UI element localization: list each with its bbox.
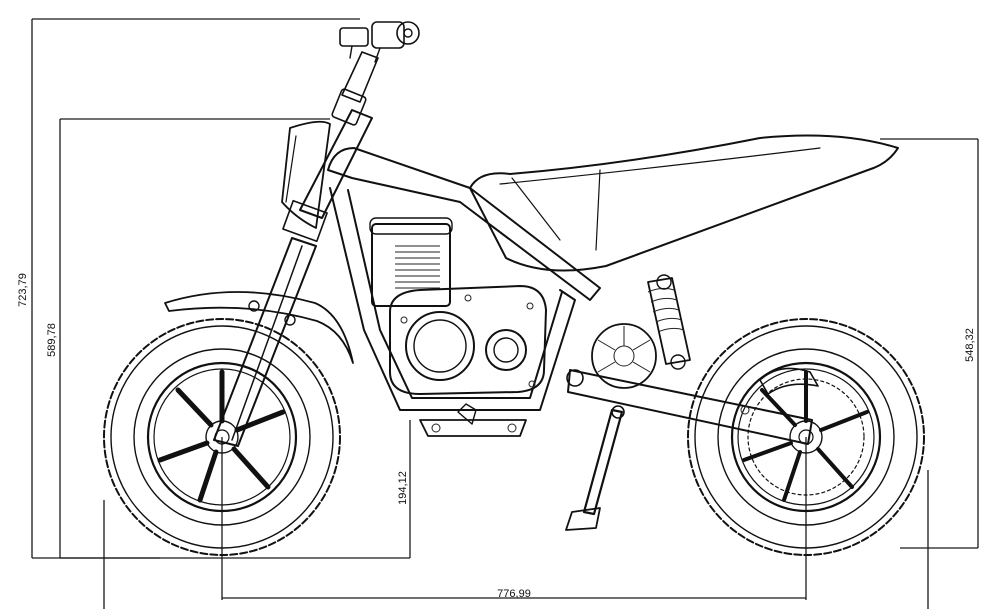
- overall-height-dimension: 723,79: [17, 18, 360, 559]
- dimension-lines: 723,79 589,78 194,12 548,32 776,: [17, 18, 979, 609]
- battery-pack: [369, 217, 453, 307]
- handlebar: [339, 21, 420, 63]
- front-fender: [164, 291, 354, 364]
- sprocket: [591, 323, 657, 389]
- overall-height-label: 723,79: [17, 273, 29, 307]
- ground-clearance-dimension: 194,12: [60, 420, 411, 559]
- cooling-fins: [395, 245, 440, 289]
- swingarm: [566, 369, 813, 445]
- wheelbase-label: 776,99: [497, 588, 531, 600]
- seat-height-label: 548,32: [964, 328, 976, 362]
- ground-clearance-label: 194,12: [397, 471, 409, 505]
- kickstand: [565, 405, 625, 531]
- skid-plate: [419, 403, 527, 437]
- handlebar-height-dimension: 589,78: [46, 118, 330, 558]
- rear-shock: [647, 274, 691, 370]
- wheelbase-dimension: 776,99: [103, 437, 929, 609]
- frame: [327, 147, 601, 411]
- seat-height-dimension: 548,32: [880, 138, 979, 549]
- motor-housing: [389, 285, 547, 395]
- front-wheel: [103, 318, 341, 556]
- seat: [469, 134, 899, 272]
- handlebar-height-label: 589,78: [46, 323, 58, 357]
- front-fork: [213, 51, 379, 447]
- rear-wheel: [687, 318, 925, 556]
- number-plate: [281, 120, 331, 229]
